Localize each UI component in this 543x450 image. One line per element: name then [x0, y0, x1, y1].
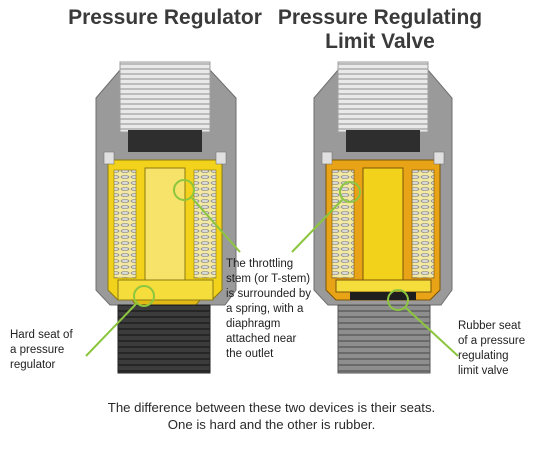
spring-right: [193, 169, 217, 279]
outlet-threads: [337, 304, 431, 374]
throttling-stem: [144, 167, 186, 281]
inlet-nut: [128, 130, 202, 152]
callout-line-stem-left: [191, 197, 241, 253]
inlet-threads: [119, 61, 211, 133]
callout-circle-rubber-seat: [387, 289, 409, 311]
callout-circle-stem-right: [339, 181, 361, 203]
diaphragm: [335, 279, 432, 293]
spring-left: [113, 169, 137, 279]
label-rubber-seat: Rubber seat of a pressure regulating lim…: [458, 320, 526, 377]
outlet-threads: [117, 304, 211, 374]
diaphragm: [117, 279, 214, 301]
title-pressure-regulating-limit-valve: Pressure Regulating Limit Valve: [277, 6, 483, 53]
title-pressure-regulator: Pressure Regulator: [68, 6, 262, 29]
spring-right: [411, 169, 435, 279]
callout-line-rubber-seat: [405, 307, 459, 357]
callout-circle-stem-left: [173, 179, 195, 201]
spring-left: [331, 169, 355, 279]
callouts: [85, 179, 459, 357]
pressure-regulator-diagram: [95, 61, 237, 374]
label-throttling-stem: The throttling stem (or T-stem) is surro…: [226, 258, 312, 360]
inlet-threads: [337, 61, 429, 133]
caption: The difference between these two devices…: [107, 400, 436, 432]
rubber-seat: [350, 292, 416, 300]
callout-line-stem-right: [291, 199, 343, 253]
label-hard-seat: Hard seat of a pressure regulator: [10, 329, 73, 371]
inlet-nut: [346, 130, 420, 152]
throttling-stem: [362, 167, 404, 281]
callout-circle-hard-seat: [133, 285, 155, 307]
callout-line-hard-seat: [85, 303, 137, 357]
